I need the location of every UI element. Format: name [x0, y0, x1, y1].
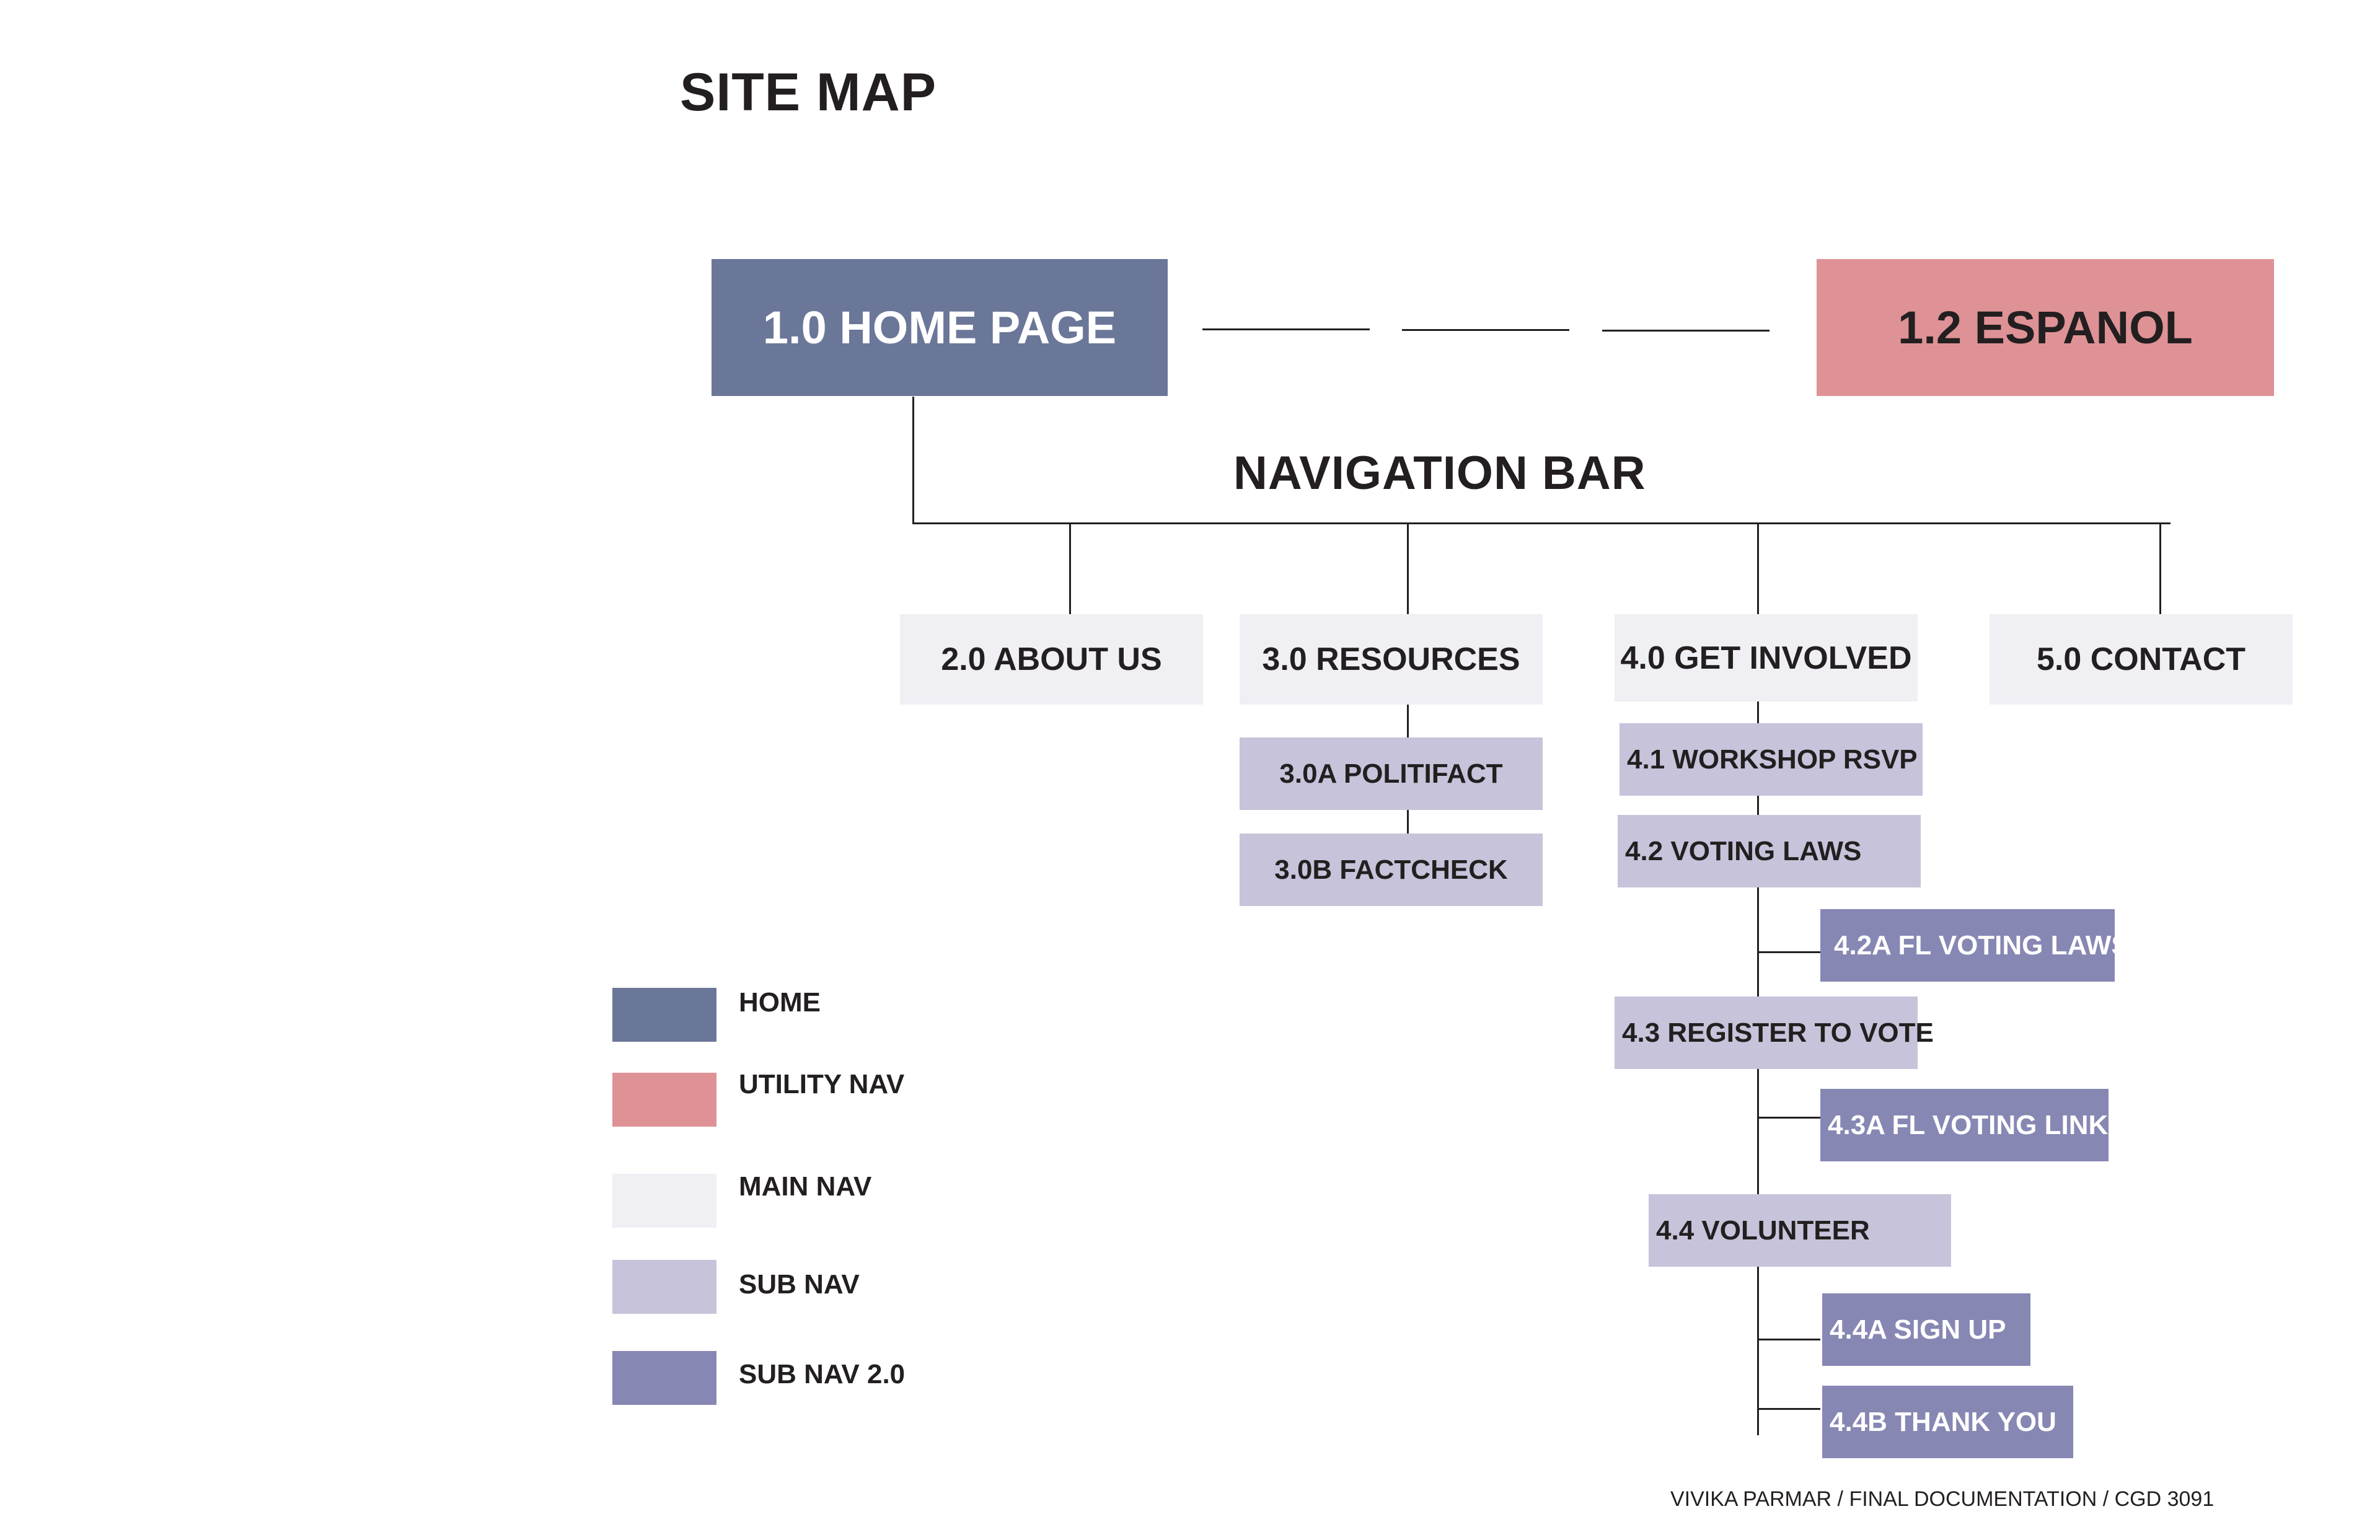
- legend-swatch-main-nav: [612, 1174, 716, 1228]
- branch-thank-you: [1757, 1408, 1820, 1410]
- factcheck-node: 3.0B FACTCHECK: [1240, 834, 1543, 906]
- legend-label-sub-nav: SUB NAV: [739, 1269, 860, 1300]
- legend-label-utility-nav: UTILITY NAV: [739, 1069, 905, 1099]
- fl-voting-laws-node: 4.2A FL VOTING LAWS: [1820, 909, 2130, 982]
- home-page-node: 1.0 HOME PAGE: [712, 259, 1168, 396]
- branch-sign-up: [1757, 1339, 1820, 1340]
- legend-swatch-utility-nav: [612, 1073, 716, 1127]
- about-us-node: 2.0 ABOUT US: [900, 614, 1203, 705]
- sign-up-node: 4.4A SIGN UP: [1822, 1293, 2030, 1366]
- register-to-vote-node: 4.3 REGISTER TO VOTE: [1615, 997, 1934, 1069]
- resources-node: 3.0 RESOURCES: [1240, 614, 1543, 705]
- thank-you-node: 4.4B THANK YOU: [1822, 1386, 2073, 1458]
- fl-voting-link-node: 4.3A FL VOTING LINK: [1820, 1089, 2109, 1161]
- navbar-line: [912, 522, 2171, 524]
- get-involved-node: 4.0 GET INVOLVED: [1615, 614, 1918, 702]
- footer-credit: VIVIKA PARMAR / FINAL DOCUMENTATION / CG…: [1670, 1487, 2215, 1511]
- page-title: SITE MAP: [680, 63, 937, 122]
- navbar-to-about-line: [1069, 522, 1071, 614]
- legend-swatch-sub-nav-2: [612, 1351, 716, 1405]
- legend-swatch-sub-nav: [612, 1260, 716, 1314]
- utility-connector-3: [1602, 330, 1770, 332]
- legend-label-sub-nav-2: SUB NAV 2.0: [739, 1359, 906, 1389]
- legend-label-home: HOME: [739, 987, 821, 1018]
- navigation-bar-label: NAVIGATION BAR: [1233, 447, 1646, 499]
- home-to-navbar-line: [912, 397, 914, 524]
- espanol-node: 1.2 ESPANOL: [1817, 259, 2274, 396]
- contact-node: 5.0 CONTACT: [1990, 614, 2293, 705]
- branch-fl-voting-laws: [1757, 951, 1820, 953]
- legend-swatch-home: [612, 988, 716, 1042]
- navbar-to-contact-line: [2159, 522, 2161, 614]
- utility-connector-2: [1402, 329, 1569, 331]
- navbar-to-get-involved-line: [1757, 522, 1759, 614]
- branch-fl-voting-link: [1757, 1117, 1820, 1119]
- politifact-node: 3.0A POLITIFACT: [1240, 737, 1543, 810]
- utility-connector-1: [1202, 328, 1370, 330]
- workshop-rsvp-node: 4.1 WORKSHOP RSVP: [1620, 723, 1923, 796]
- volunteer-node: 4.4 VOLUNTEER: [1649, 1194, 1951, 1267]
- voting-laws-node: 4.2 VOTING LAWS: [1618, 815, 1921, 887]
- navbar-to-resources-line: [1407, 522, 1409, 614]
- legend-label-main-nav: MAIN NAV: [739, 1171, 872, 1202]
